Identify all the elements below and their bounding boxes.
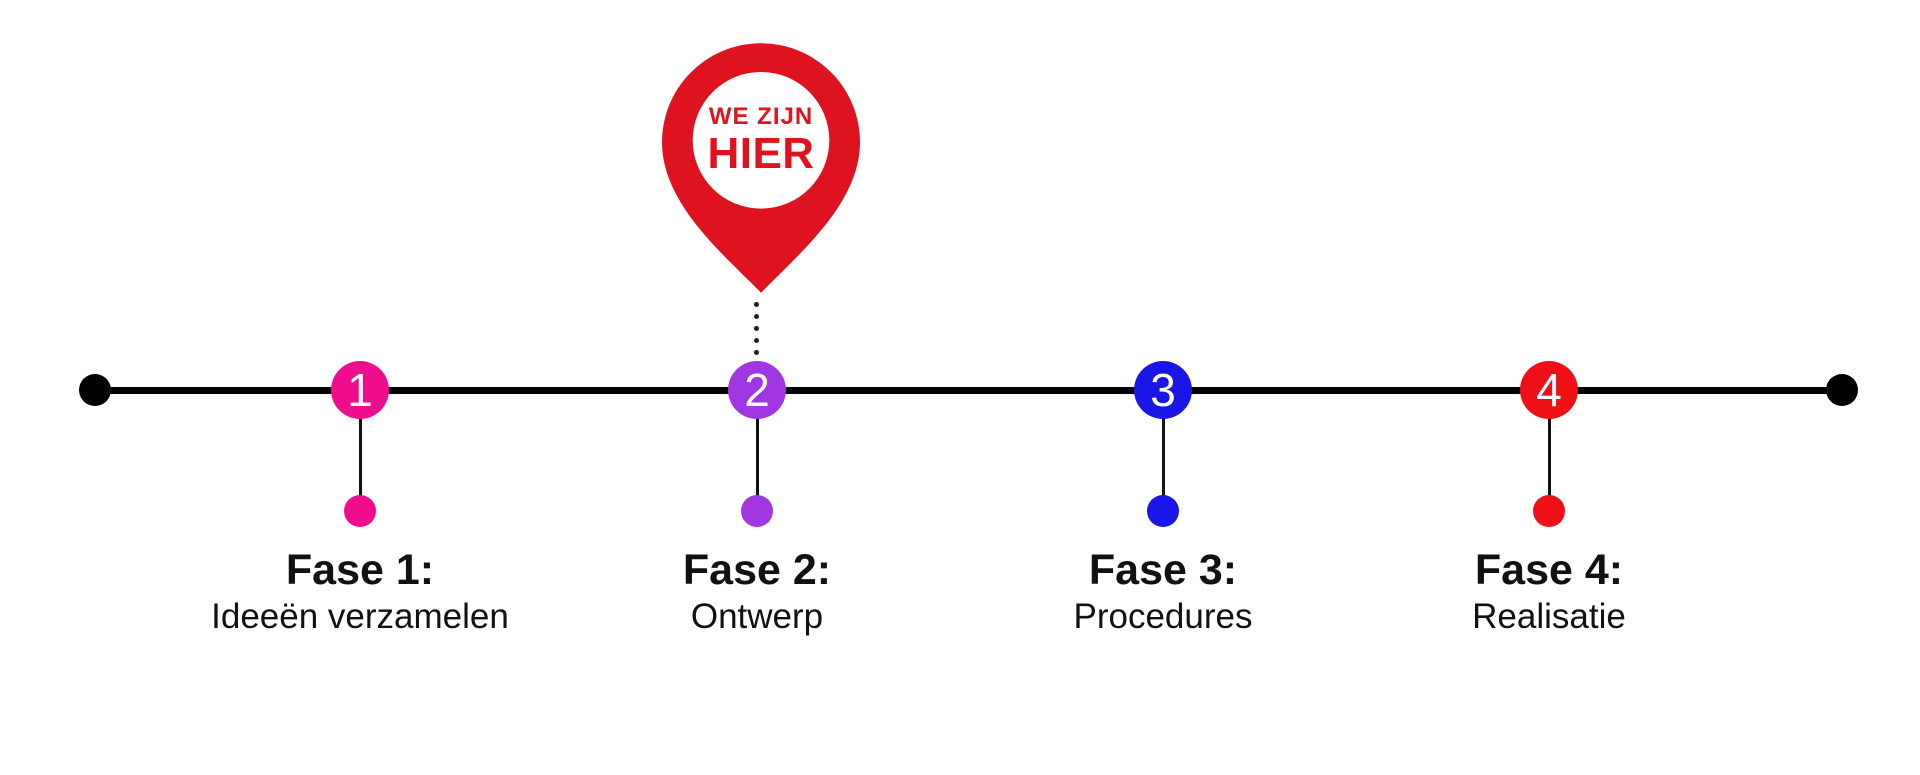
phase-4-node: 4 (1520, 361, 1578, 419)
map-pin-icon (662, 43, 860, 293)
phase-1-dot (344, 495, 376, 527)
pointer-dot (754, 326, 759, 331)
phase-1-title: Fase 1: (285, 546, 435, 594)
pin-pointer-dotted-line (754, 302, 759, 355)
phase-2-title: Fase 2: (682, 546, 832, 594)
phase-4-title: Fase 4: (1474, 546, 1624, 594)
phase-2-node: 2 (728, 361, 786, 419)
phase-1-stem (358, 412, 362, 511)
timeline-end-dot (1826, 374, 1858, 406)
pointer-dot (754, 350, 759, 355)
phase-4-stem (1547, 412, 1551, 511)
phase-4-number: 4 (1536, 364, 1562, 416)
phase-3-node: 3 (1134, 361, 1192, 419)
pointer-dot (754, 314, 759, 319)
timeline-start-dot (79, 374, 111, 406)
timeline-line (95, 387, 1842, 394)
phase-3-label: Fase 3: Procedures (943, 546, 1383, 637)
pin-label: WE ZIJN HIER (662, 105, 860, 176)
phase-4-subtitle: Realisatie (1472, 597, 1626, 637)
phase-3-dot (1147, 495, 1179, 527)
phase-1-subtitle: Ideeën verzamelen (211, 597, 509, 637)
pin-label-line1: WE ZIJN (708, 103, 814, 130)
phase-3-subtitle: Procedures (1073, 597, 1253, 637)
phase-1-number: 1 (347, 364, 373, 416)
phase-4-dot (1533, 495, 1565, 527)
phase-1-label: Fase 1: Ideeën verzamelen (140, 546, 580, 637)
phase-3-stem (1161, 412, 1165, 511)
phase-2-number: 2 (744, 364, 770, 416)
phase-2-dot (741, 495, 773, 527)
current-location-pin: WE ZIJN HIER (662, 43, 860, 293)
pin-label-line2: HIER (707, 129, 815, 178)
pointer-dot (754, 338, 759, 343)
phase-3-number: 3 (1150, 364, 1176, 416)
phase-2-stem (755, 412, 759, 511)
phase-4-label: Fase 4: Realisatie (1329, 546, 1769, 637)
phase-3-title: Fase 3: (1088, 546, 1238, 594)
phase-1-node: 1 (331, 361, 389, 419)
phase-2-label: Fase 2: Ontwerp (537, 546, 977, 637)
pin-inner-circle (692, 71, 830, 209)
pointer-dot (754, 302, 759, 307)
phase-2-subtitle: Ontwerp (690, 597, 824, 637)
